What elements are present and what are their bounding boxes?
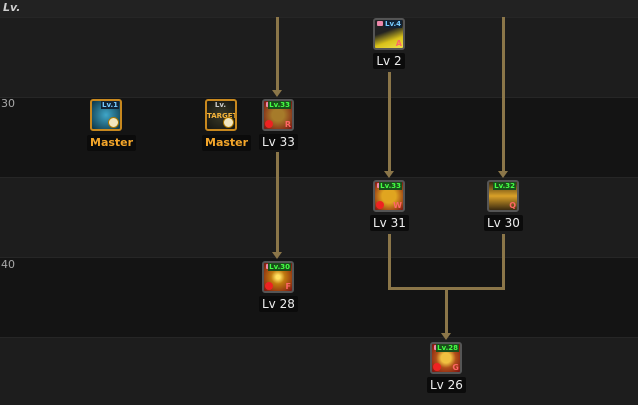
arrow-icon [498, 171, 508, 178]
level-header: Lv. [0, 0, 638, 18]
hotkey-label: F [285, 282, 291, 291]
arrow-icon [384, 171, 394, 178]
level-marker-30: 30 [1, 97, 15, 110]
skill-tag: Lv.30 [268, 263, 291, 271]
connector-line [445, 287, 448, 334]
clock-icon [108, 117, 119, 128]
hotkey-label: R [284, 120, 291, 129]
connector-line [276, 17, 279, 91]
level-band [0, 257, 638, 338]
warning-icon [265, 282, 273, 290]
skill-tag: Lv.33 [268, 101, 291, 109]
skill-tag: Lv.32 [493, 182, 516, 190]
skill-icon: Lv. TARGET [205, 99, 237, 131]
level-band [0, 337, 638, 405]
warning-icon [265, 120, 273, 128]
clock-icon [223, 117, 234, 128]
skill-tag: Lv. [214, 101, 226, 109]
level-header-label: Lv. [3, 1, 21, 14]
skill-level-label: Lv 2 [373, 53, 405, 69]
connector-line [388, 234, 391, 290]
skill-tag: Lv.33 [379, 182, 402, 190]
hotkey-label: A [395, 39, 402, 48]
skill-master-label: Master [87, 135, 137, 151]
skill-level-label: Lv 31 [370, 215, 409, 231]
level-band [0, 177, 638, 258]
skill-node[interactable]: Lv.1 Master [87, 99, 137, 151]
skill-node[interactable]: Lv. TARGET Master [202, 99, 252, 151]
skill-master-label: Master [202, 135, 252, 151]
skill-level-label: Lv 30 [484, 215, 523, 231]
hotkey-label: W [393, 201, 402, 210]
warning-icon [376, 201, 384, 209]
connector-line [388, 72, 391, 172]
skill-icon: Lv.1 [90, 99, 122, 131]
hotkey-label: Q [509, 201, 516, 210]
connector-line [276, 152, 279, 253]
warning-icon [433, 363, 441, 371]
arrow-icon [441, 333, 451, 340]
skill-level-label: Lv 33 [259, 134, 298, 150]
level-band [0, 17, 638, 98]
connector-line [502, 234, 505, 290]
level-marker-40: 40 [1, 258, 15, 271]
skill-level-label: Lv 28 [259, 296, 298, 312]
arrow-icon [272, 252, 282, 259]
target-icon-text: TARGET [207, 112, 237, 120]
connector-line [502, 17, 505, 172]
skill-tag: Lv.1 [101, 101, 119, 109]
hotkey-label: G [452, 363, 459, 372]
arrow-icon [272, 90, 282, 97]
skill-tag: Lv.4 [384, 20, 402, 28]
skill-level-label: Lv 26 [427, 377, 466, 393]
skill-tag: Lv.28 [436, 344, 459, 352]
lock-icon [377, 21, 383, 26]
